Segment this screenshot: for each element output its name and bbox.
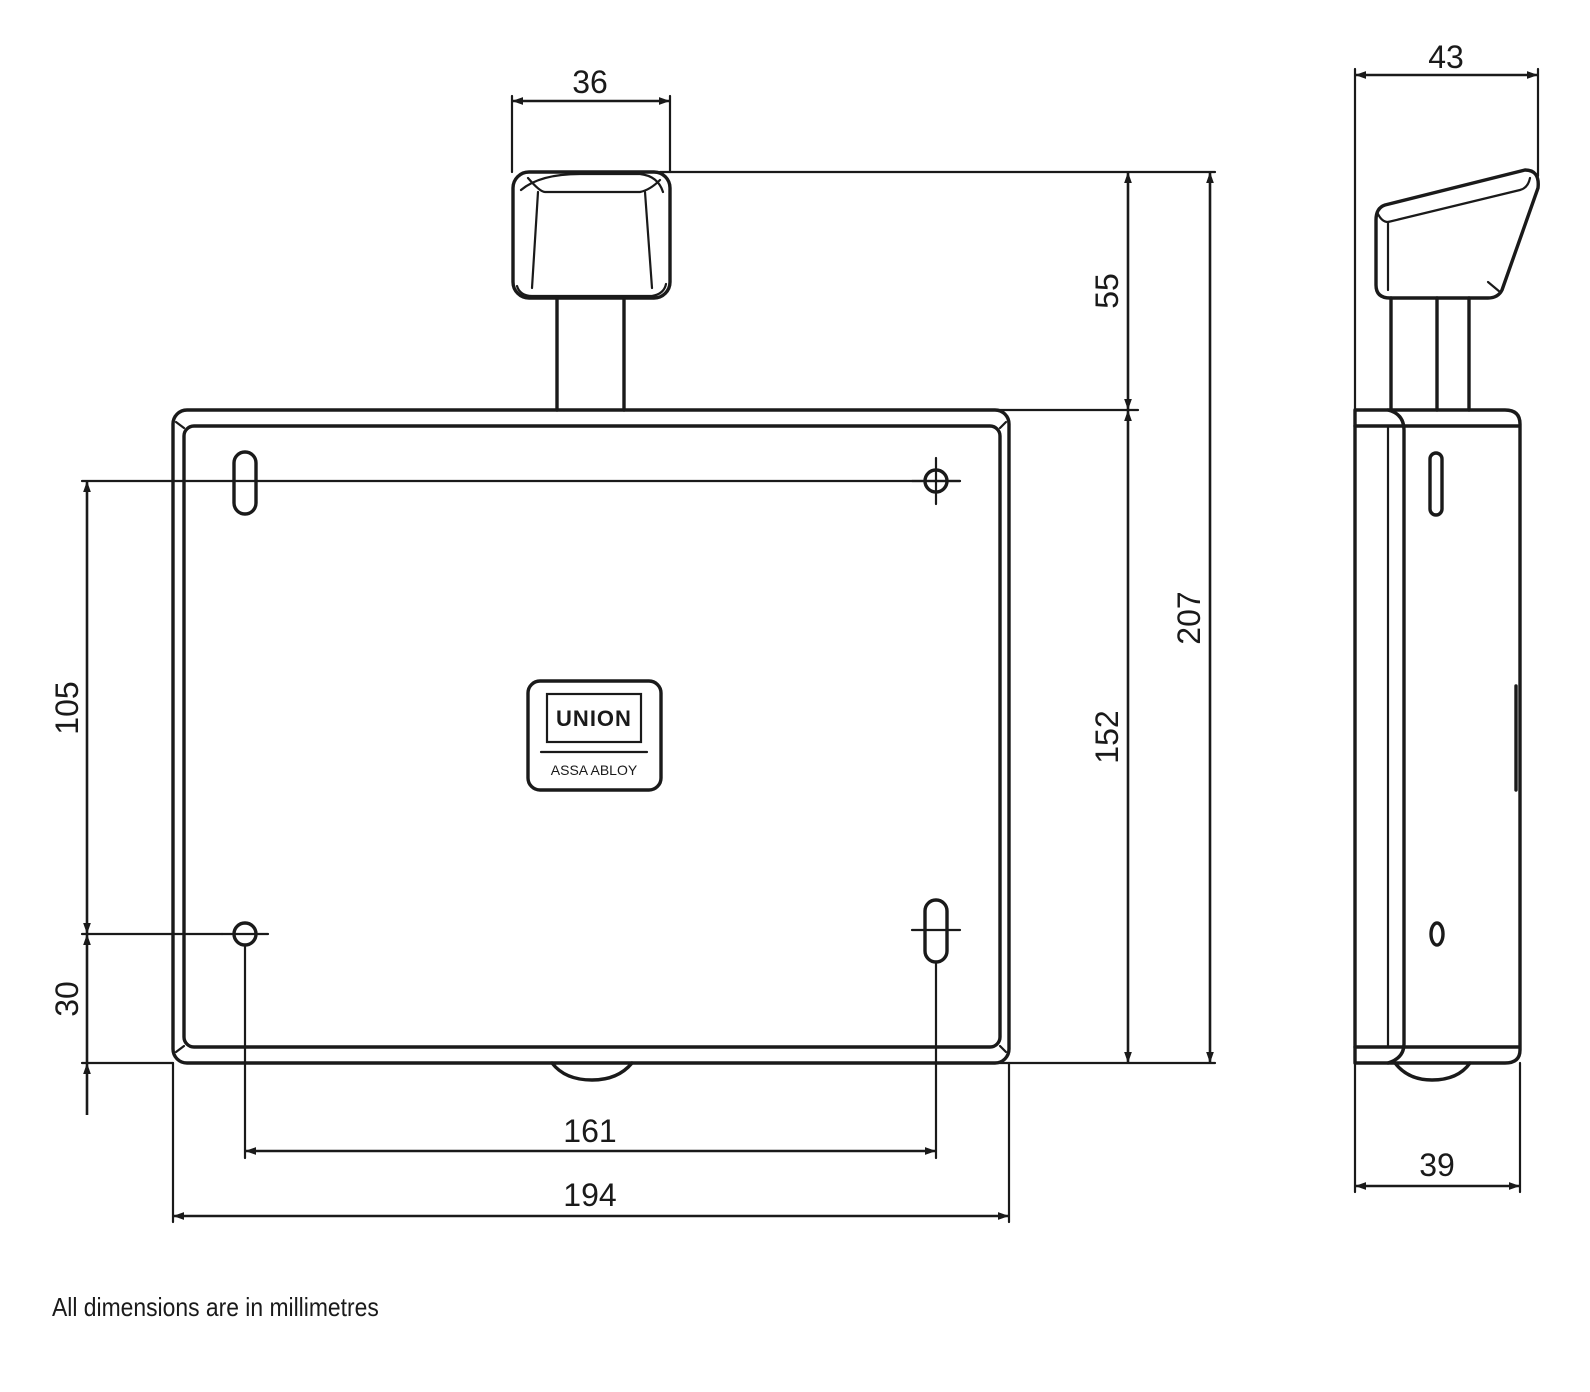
fixing-slot-bottom-right — [910, 898, 962, 964]
dim-handle-width: 36 — [572, 64, 608, 100]
dim-fixing-vertical: 105 — [49, 681, 85, 734]
units-note: All dimensions are in millimetres — [52, 1292, 379, 1322]
side-handle — [1374, 168, 1540, 300]
lock-body — [171, 408, 1011, 1082]
fixing-slot-top-left — [232, 450, 258, 516]
dim-fixing-horizontal: 161 — [563, 1113, 616, 1149]
spindle — [555, 296, 626, 412]
handle-knob — [511, 170, 672, 300]
dim-overall-height: 207 — [1171, 591, 1207, 644]
side-view — [1353, 168, 1540, 1082]
side-body — [1353, 408, 1522, 1082]
brand-badge: UNION ASSA ABLOY — [526, 679, 663, 792]
dim-body-width: 194 — [563, 1177, 616, 1213]
brand-logo-text: UNION — [556, 706, 632, 731]
front-dimensions: 36 55 152 207 105 30 161 194 — [49, 64, 1217, 1224]
side-dimensions: 43 39 — [1353, 39, 1540, 1194]
dim-handle-height: 55 — [1089, 273, 1125, 309]
dim-side-body-depth: 39 — [1419, 1147, 1455, 1183]
front-view: UNION ASSA ABLOY — [171, 170, 1011, 1082]
brand-sub-text: ASSA ABLOY — [551, 762, 638, 778]
fixing-hole-bottom-left — [220, 921, 270, 947]
side-spindle — [1389, 296, 1471, 412]
dim-fixing-bottom: 30 — [49, 981, 85, 1017]
dim-side-top-depth: 43 — [1428, 39, 1464, 75]
dim-body-height: 152 — [1089, 710, 1125, 763]
